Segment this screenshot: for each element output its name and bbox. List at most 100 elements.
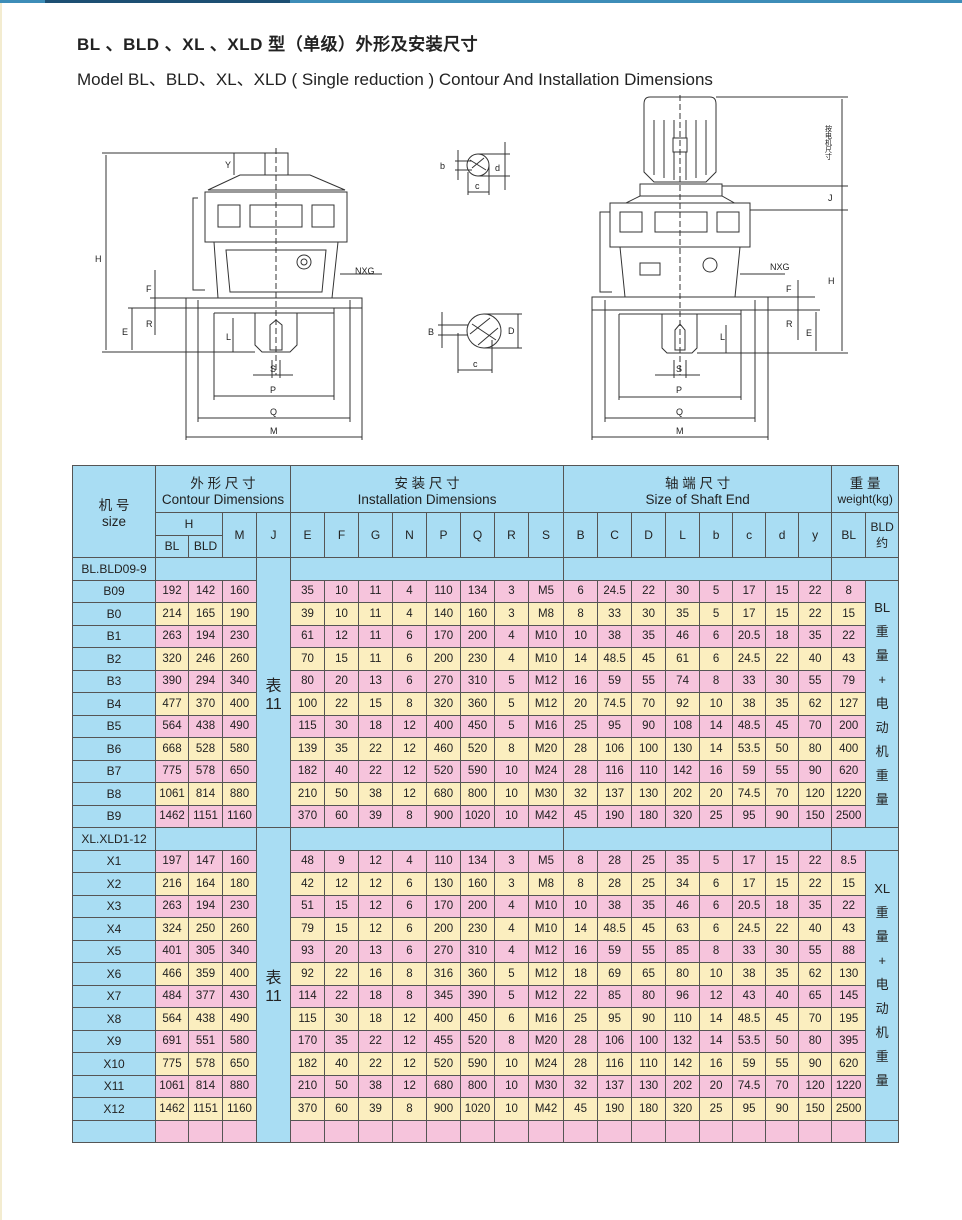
table-cell: 210 [290, 782, 325, 806]
table-cell: 25 [699, 1097, 734, 1121]
table-cell: 38 [358, 782, 393, 806]
table-cell: 61 [290, 624, 325, 648]
blank-cell [494, 1119, 529, 1143]
table-cell: 230 [460, 647, 495, 671]
header-weight-en: weight(kg) [837, 492, 893, 506]
table-cell: 4 [494, 939, 529, 963]
table-cell: 22 [831, 894, 867, 918]
header-weight: 重 量 weight(kg) [831, 465, 900, 513]
table-cell: 55 [631, 939, 667, 963]
table-cell: 85 [597, 984, 633, 1008]
table-cell: 74 [665, 669, 701, 693]
group-spacer [831, 557, 900, 581]
header-F: F [324, 512, 359, 558]
table-cell: 22 [798, 849, 833, 873]
table-cell: 59 [732, 759, 767, 783]
table-cell: 25 [699, 804, 734, 828]
top-rule [0, 0, 962, 3]
table-cell: 8 [392, 984, 427, 1008]
table-cell: 48.5 [732, 714, 767, 738]
table-cell: 202 [665, 1074, 701, 1098]
table-cell: 8 [392, 692, 427, 716]
table-cell: 14 [699, 714, 734, 738]
table-cell: 10 [324, 602, 359, 626]
table-cell: 438 [188, 714, 223, 738]
table-cell: 650 [222, 759, 257, 783]
table-cell: 10 [494, 804, 529, 828]
blank-cell [631, 1119, 667, 1143]
table-cell: 13 [358, 669, 393, 693]
table-cell: 11 [358, 602, 393, 626]
table-cell: 4 [494, 917, 529, 941]
header-shaft-cn: 轴 端 尺 寸 [664, 475, 731, 491]
table-cell: 194 [188, 894, 223, 918]
table-cell: 33 [732, 939, 767, 963]
table-cell: 80 [798, 737, 833, 761]
dim-label-NXG: NXG [355, 266, 375, 276]
table-cell: 160 [222, 579, 257, 603]
table-cell: 55 [631, 669, 667, 693]
table-cell: 142 [665, 759, 701, 783]
table-cell: 40 [798, 647, 833, 671]
table-cell: 164 [188, 872, 223, 896]
header-shaft-D: D [631, 512, 667, 558]
table-cell: 90 [765, 804, 800, 828]
table-cell: 4 [494, 894, 529, 918]
table-cell: 340 [222, 939, 257, 963]
header-H-BL: BL [155, 534, 189, 558]
table-cell: 15 [358, 692, 393, 716]
table-cell: 43 [732, 984, 767, 1008]
table-cell: 96 [665, 984, 701, 1008]
table-cell: 22 [324, 962, 359, 986]
table-cell: 79 [831, 669, 867, 693]
header-installation: 安 装 尺 寸 Installation Dimensions [289, 465, 565, 513]
table-cell: 10 [563, 624, 599, 648]
row-size: X10 [72, 1052, 156, 1076]
row-size: B3 [72, 669, 156, 693]
table-cell: 8 [563, 872, 599, 896]
table-cell: 170 [426, 624, 461, 648]
table-cell: 400 [222, 962, 257, 986]
table-cell: 5 [494, 692, 529, 716]
table-cell: 25 [631, 872, 667, 896]
table-cell: 5 [494, 984, 529, 1008]
table-cell: 400 [222, 692, 257, 716]
dim-label-R: R [146, 319, 153, 329]
table-cell: 484 [155, 984, 189, 1008]
table-cell: 62 [798, 692, 833, 716]
table-cell: 14 [699, 1029, 734, 1053]
group-spacer [563, 827, 833, 851]
table-cell: 142 [665, 1052, 701, 1076]
table-cell: 12 [392, 1074, 427, 1098]
page-title-chinese: BL 、BLD 、XL 、XLD 型（单级）外形及安装尺寸 [77, 35, 479, 54]
row-size: X12 [72, 1097, 156, 1121]
table-cell: 127 [831, 692, 867, 716]
table-cell: 12 [324, 624, 359, 648]
table-cell: 8 [699, 669, 734, 693]
table-cell: 18 [765, 894, 800, 918]
table-cell: 800 [460, 782, 495, 806]
table-cell: 6 [392, 872, 427, 896]
table-cell: 1220 [831, 1074, 867, 1098]
table-cell: 130 [426, 872, 461, 896]
table-cell: 95 [597, 1007, 633, 1031]
technical-drawings: H E R F L Y NXG S P Q M b c d B c D [95, 95, 848, 440]
blank-cell [865, 1119, 900, 1143]
table-cell: 120 [798, 782, 833, 806]
table-cell: 24.5 [732, 647, 767, 671]
table-cell: 5 [699, 849, 734, 873]
table-cell: 650 [222, 1052, 257, 1076]
table-cell: 16 [563, 669, 599, 693]
table-cell: 22 [358, 1052, 393, 1076]
table-cell: 45 [765, 714, 800, 738]
dim-label-L: L [226, 332, 231, 342]
table-cell: 6 [494, 1007, 529, 1031]
table-cell: 578 [188, 1052, 223, 1076]
table-cell: 200 [426, 917, 461, 941]
table-cell: 35 [665, 849, 701, 873]
